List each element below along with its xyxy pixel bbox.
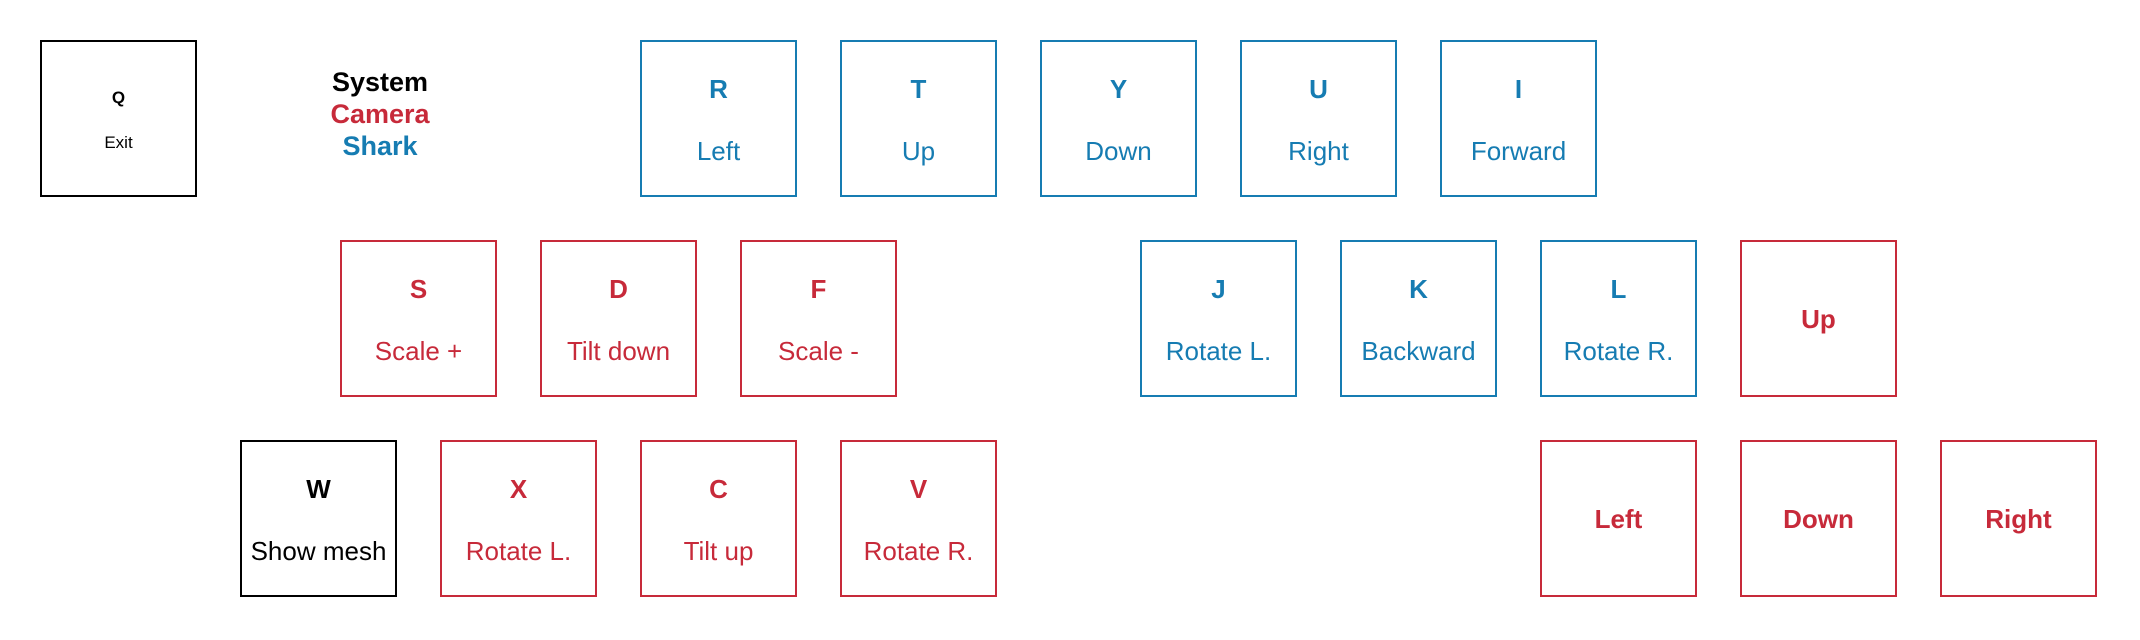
key-letter: Q	[111, 87, 126, 107]
key-w-show-mesh[interactable]: W Show mesh	[240, 440, 397, 597]
key-label: Up	[901, 135, 936, 166]
key-label: Tilt up	[683, 535, 754, 566]
key-label: Rotate R.	[1563, 335, 1674, 366]
key-q-exit[interactable]: Q Exit	[40, 40, 197, 197]
key-label: Scale -	[778, 335, 859, 366]
key-u-shark-right[interactable]: U Right	[1240, 40, 1397, 197]
key-r-shark-left[interactable]: R Left	[640, 40, 797, 197]
key-letter: U	[1309, 73, 1328, 104]
key-label: Tilt down	[566, 335, 671, 366]
legend-shark: Shark	[342, 131, 418, 161]
key-letter: J	[1211, 273, 1226, 304]
key-label: Rotate L.	[465, 535, 572, 566]
key-label: Down	[1085, 135, 1152, 166]
key-letter: Y	[1109, 73, 1128, 104]
key-label: Exit	[104, 132, 133, 152]
key-letter: K	[1409, 273, 1428, 304]
key-v-camera-rotate-right[interactable]: V Rotate R.	[840, 440, 997, 597]
key-arrow-right-camera[interactable]: Right	[1940, 440, 2097, 597]
key-s-camera-scale-plus[interactable]: S Scale +	[340, 240, 497, 397]
key-f-camera-scale-minus[interactable]: F Scale -	[740, 240, 897, 397]
key-letter: I	[1514, 73, 1523, 104]
key-letter: X	[509, 473, 528, 504]
key-t-shark-up[interactable]: T Up	[840, 40, 997, 197]
key-letter: L	[1610, 273, 1627, 304]
key-label: Left	[1594, 503, 1643, 534]
key-letter: F	[810, 273, 827, 304]
key-x-camera-rotate-left[interactable]: X Rotate L.	[440, 440, 597, 597]
key-label: Up	[1801, 303, 1836, 334]
key-label: Backward	[1361, 335, 1476, 366]
key-label: Rotate L.	[1165, 335, 1272, 366]
key-k-shark-backward[interactable]: K Backward	[1340, 240, 1497, 397]
key-letter: C	[709, 473, 728, 504]
key-letter: D	[609, 273, 628, 304]
key-l-shark-rotate-right[interactable]: L Rotate R.	[1540, 240, 1697, 397]
color-legend: System Camera Shark	[300, 66, 460, 162]
legend-system: System	[331, 67, 429, 97]
key-j-shark-rotate-left[interactable]: J Rotate L.	[1140, 240, 1297, 397]
key-label: Left	[696, 135, 741, 166]
key-label: Right	[1985, 503, 2052, 534]
key-d-camera-tilt-down[interactable]: D Tilt down	[540, 240, 697, 397]
key-i-shark-forward[interactable]: I Forward	[1440, 40, 1597, 197]
key-label: Scale +	[374, 335, 463, 366]
key-arrow-left-camera[interactable]: Left	[1540, 440, 1697, 597]
key-letter: W	[306, 473, 331, 504]
key-letter: V	[909, 473, 928, 504]
key-label: Right	[1288, 135, 1349, 166]
key-arrow-down-camera[interactable]: Down	[1740, 440, 1897, 597]
key-letter: R	[709, 73, 728, 104]
key-c-camera-tilt-up[interactable]: C Tilt up	[640, 440, 797, 597]
key-letter: T	[910, 73, 927, 104]
key-label: Rotate R.	[863, 535, 974, 566]
key-arrow-up-camera[interactable]: Up	[1740, 240, 1897, 397]
legend-camera: Camera	[330, 99, 430, 129]
key-label: Forward	[1470, 135, 1567, 166]
key-label: Show mesh	[250, 535, 387, 566]
key-letter: S	[409, 273, 428, 304]
key-y-shark-down[interactable]: Y Down	[1040, 40, 1197, 197]
key-label: Down	[1783, 503, 1854, 534]
